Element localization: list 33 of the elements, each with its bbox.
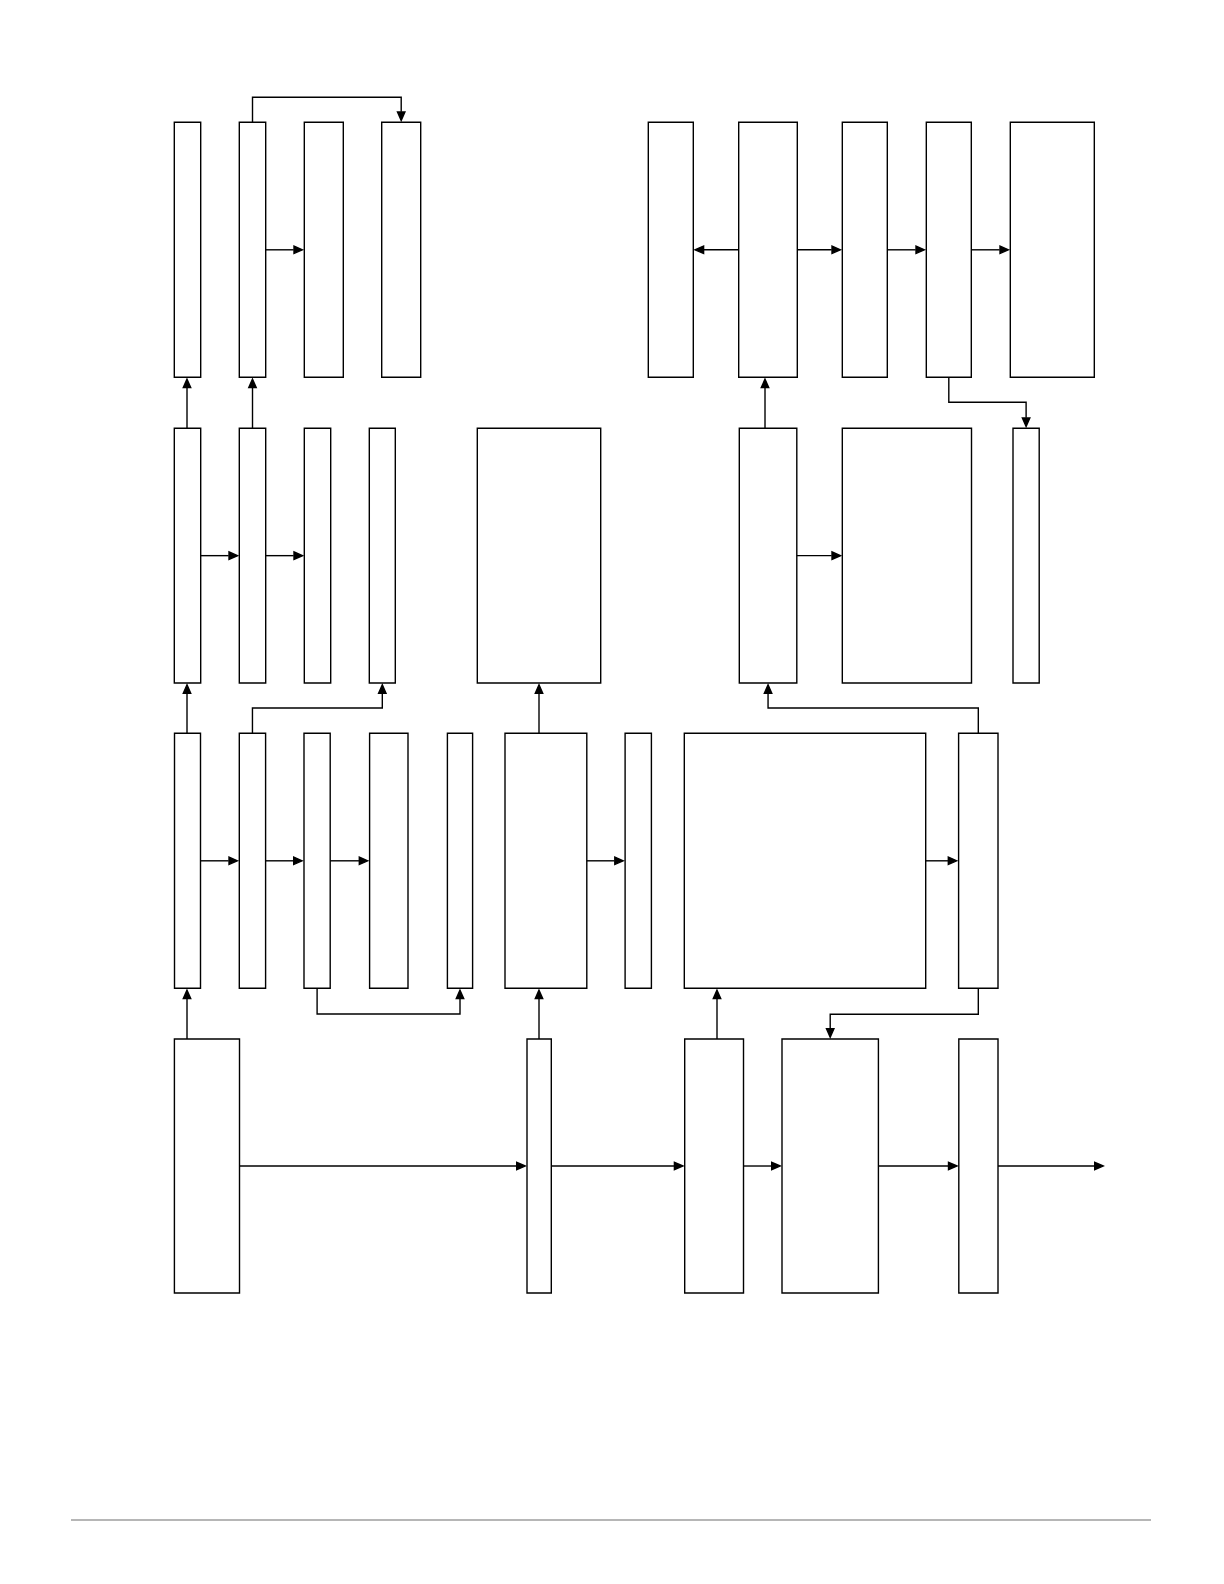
process-box <box>303 427 332 684</box>
process-box <box>1009 121 1095 378</box>
process-box <box>303 121 344 378</box>
process-box <box>238 427 267 684</box>
process-box <box>841 121 888 378</box>
arrow <box>251 96 406 123</box>
process-box <box>526 1038 552 1294</box>
process-box <box>738 121 798 378</box>
process-box <box>738 427 798 684</box>
process-box <box>647 121 694 378</box>
process-box <box>173 1038 241 1294</box>
arrow <box>316 987 465 1015</box>
process-box <box>925 121 972 378</box>
process-box <box>238 121 267 378</box>
process-box <box>446 732 474 989</box>
process-box <box>624 732 653 989</box>
process-box <box>173 121 202 378</box>
process-box <box>684 1038 745 1294</box>
process-box <box>173 427 202 684</box>
process-box <box>683 732 927 989</box>
process-box <box>368 427 396 684</box>
process-box <box>957 732 999 989</box>
process-box <box>504 732 588 989</box>
process-box <box>368 732 409 989</box>
process-box <box>1012 427 1040 684</box>
process-box <box>381 121 422 378</box>
process-box <box>173 732 202 989</box>
process-box <box>476 427 602 684</box>
process-box <box>841 427 973 684</box>
process-box <box>958 1038 999 1294</box>
process-box <box>303 732 331 989</box>
process-box <box>781 1038 880 1294</box>
process-box <box>238 732 267 989</box>
